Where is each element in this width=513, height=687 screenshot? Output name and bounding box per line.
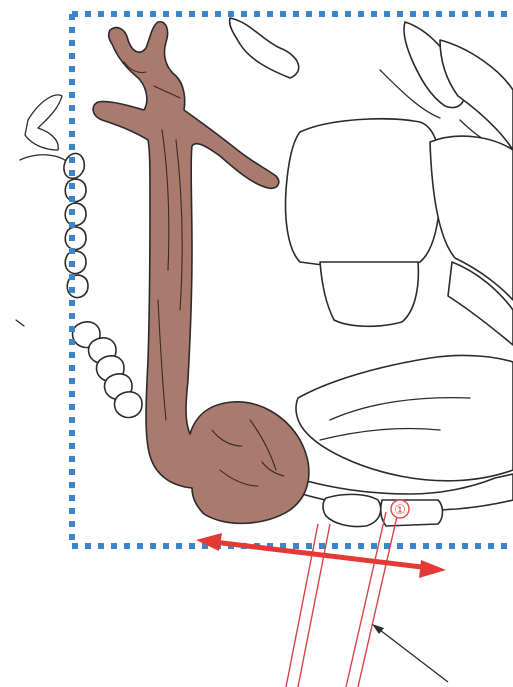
left-margin-sketch — [16, 95, 72, 326]
leader-arrow — [372, 624, 448, 682]
reference-lines — [286, 512, 398, 687]
right-structures — [286, 119, 513, 511]
callout-marker-label: ① — [394, 503, 406, 518]
highlighted-structure — [93, 22, 309, 524]
vertebral-chain — [64, 153, 142, 417]
callout-marker: ① — [391, 500, 409, 518]
